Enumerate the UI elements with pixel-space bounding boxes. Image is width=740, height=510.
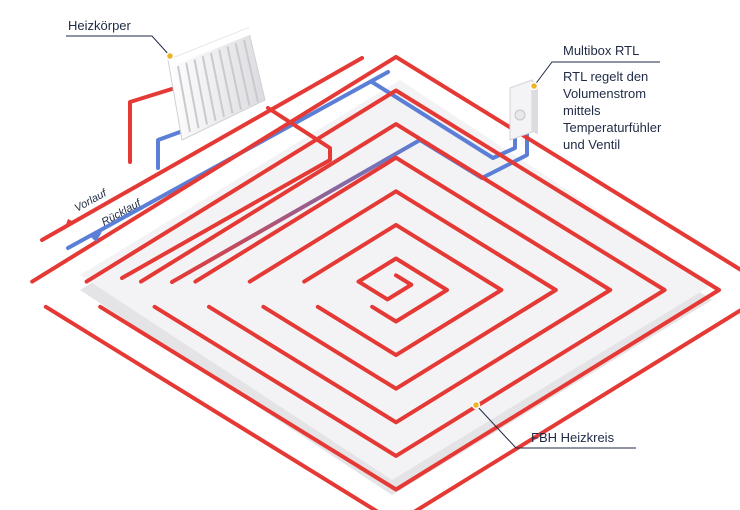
spiral-loop [193,155,613,425]
radiator-fin [234,43,251,106]
spiral-loop [247,189,558,391]
circuit-marker-icon [471,400,481,410]
circuit-label: FBH Heizkreis [531,430,615,445]
radiator-fin [185,62,200,129]
floor-slab-top [80,80,712,480]
supply-arrow-icon [64,219,74,230]
spiral-loop [30,54,740,510]
radiator-supply-pipe [128,86,177,164]
spiral-loop [139,122,667,458]
circuit-callout: FBH Heizkreis [471,400,636,449]
multibox-rtl [509,79,538,141]
radiator-fin [218,49,234,114]
multibox-callout: Multibox RTL RTL regelt den Volumenstrom… [529,43,662,152]
fbh-spiral-circuit [30,54,740,510]
radiator-fin [201,56,217,121]
radiator-callout: Heizkörper [66,18,175,61]
multibox-desc-4: Temperaturfühler [563,120,662,135]
radiator-fin [193,59,208,125]
spiral-loop [302,222,504,358]
radiator-fin [177,65,191,133]
return-arrow-icon [90,232,102,242]
circuit-return-leg [170,138,422,284]
multibox-desc-1: RTL regelt den [563,69,648,84]
multibox-desc-2: Volumenstrom [563,86,646,101]
multibox-desc-5: und Ventil [563,137,620,152]
radiator-return-pipe [156,130,182,170]
spiral-center-hook [356,273,414,302]
spiral-loop [356,256,449,324]
supply-branch-pipe [120,106,332,280]
radiator-fin [243,39,259,103]
spiral-loop [84,88,721,492]
multibox-marker-icon [529,81,539,91]
multibox-title: Multibox RTL [563,43,639,58]
radiator-label: Heizkörper [68,18,132,33]
radiator-marker-icon [165,51,175,61]
radiator [167,27,266,141]
multibox-desc-3: mittels [563,103,601,118]
radiator-fin [226,46,242,110]
radiator-fin [210,52,225,118]
supply-main-pipe [40,56,364,242]
